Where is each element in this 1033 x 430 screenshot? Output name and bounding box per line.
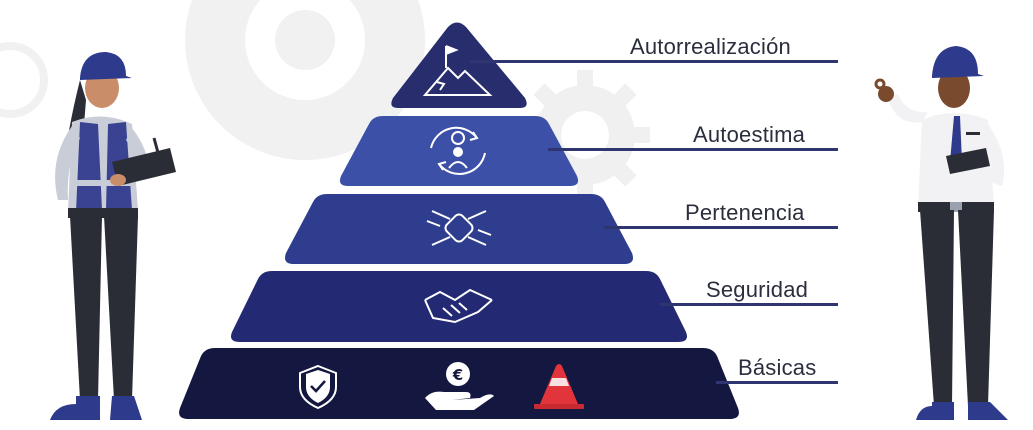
leader-line — [716, 381, 838, 384]
worker-man-illustration — [874, 46, 1008, 420]
shield-check-icon — [299, 364, 337, 410]
worker-woman-illustration — [50, 52, 176, 420]
hand-euro-coin-icon: € — [425, 362, 494, 410]
leader-line — [548, 148, 838, 151]
leader-line — [604, 226, 838, 229]
background-gear-icon — [0, 42, 48, 118]
hard-hat-icon — [80, 52, 132, 80]
hard-hat-icon — [932, 46, 984, 78]
leader-line — [470, 60, 838, 63]
joined-hands-icon — [426, 210, 492, 246]
pyramid-tier-pertenencia — [285, 194, 633, 264]
level-label-autorrealizacion: Autorrealización — [630, 34, 791, 59]
svg-text:€: € — [452, 366, 463, 384]
mountain-flag-icon — [422, 45, 493, 96]
pyramid-tier-autorrealizacion — [391, 22, 527, 108]
level-label-basicas: Básicas — [738, 355, 817, 380]
leader-line — [660, 303, 838, 306]
level-label-seguridad: Seguridad — [706, 277, 809, 302]
level-label-pertenencia: Pertenencia — [685, 200, 805, 225]
person-cycle-gear-icon — [430, 126, 486, 175]
traffic-cone-icon — [534, 364, 584, 409]
tablet-icon — [946, 148, 990, 174]
handshake-icon — [424, 288, 493, 324]
level-label-autoestima: Autoestima — [693, 122, 806, 147]
pyramid-tier-seguridad — [231, 271, 687, 342]
background-gear-icon — [185, 0, 425, 160]
